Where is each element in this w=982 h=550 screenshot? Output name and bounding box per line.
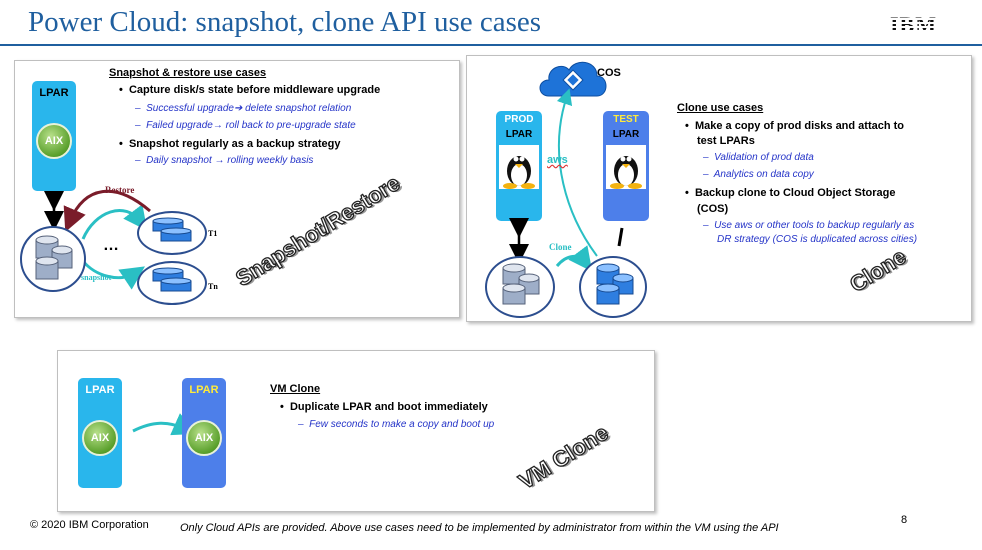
vmclone-panel: LPAR AIX LPAR AIX VM Clone • Duplicate L… — [57, 350, 655, 512]
test-lpar-label: LPAR — [612, 129, 640, 140]
test-lpar-box: TEST LPAR — [603, 111, 649, 221]
page-title: Power Cloud: snapshot, clone API use cas… — [28, 6, 542, 38]
clone-panel: COS PROD LPAR TEST LPAR aws Clone — [466, 55, 972, 322]
tn-label: Tn — [208, 282, 218, 291]
title-divider — [0, 44, 982, 46]
test-label: TEST — [613, 114, 639, 125]
snapshot-sub3: – Daily snapshot → rolling weekly basis — [135, 155, 314, 166]
source-disk-icon — [20, 226, 86, 292]
clone-heading: Clone use cases — [677, 102, 764, 114]
source-lpar-label: LPAR — [85, 384, 115, 396]
cloned-lpar-box: LPAR AIX — [182, 378, 226, 488]
clone-bullet2: • Backup clone to Cloud Object Storage — [685, 187, 896, 199]
snapshot-bullet2: • Snapshot regularly as a backup strateg… — [119, 138, 341, 150]
vmclone-bullet1: • Duplicate LPAR and boot immediately — [280, 401, 488, 413]
linux-tux-icon — [499, 145, 539, 189]
vmclone-watermark: VM Clone — [514, 419, 614, 495]
prod-lpar-box: PROD LPAR — [496, 111, 542, 221]
restore-arrow — [63, 189, 151, 233]
clone-sub3: – Use aws or other tools to backup regul… — [703, 220, 915, 231]
clone-sub1: – Validation of prod data — [703, 152, 814, 163]
clone-bullet1: • Make a copy of prod disks and attach t… — [685, 120, 905, 132]
t1-label: T1 — [208, 229, 218, 238]
page-number: 8 — [901, 514, 908, 526]
vmclone-sub1: – Few seconds to make a copy and boot up — [298, 419, 495, 430]
test-disk-icon — [579, 256, 647, 318]
source-lpar-box: LPAR AIX — [78, 378, 122, 488]
clone-bullet1-cont: test LPARs — [697, 135, 755, 147]
lpar-box: LPAR AIX — [32, 81, 76, 191]
cos-label: COS — [597, 67, 621, 79]
test-disk-link — [617, 227, 624, 247]
snapshot-panel: LPAR AIX … T1 — [14, 60, 460, 318]
aws-label: aws — [547, 154, 568, 166]
cloned-lpar-label: LPAR — [189, 384, 219, 396]
prod-disk-icon — [485, 256, 555, 318]
ellipsis: … — [103, 237, 119, 254]
snapshot-t1-arrow — [81, 204, 148, 240]
tn-disk-icon — [137, 261, 207, 305]
prod-label: PROD — [504, 114, 534, 125]
copyright: © 2020 IBM Corporation — [30, 519, 149, 531]
snapshot-arrows — [44, 189, 151, 290]
vmclone-arrow — [132, 413, 197, 436]
lpar-label: LPAR — [39, 87, 69, 99]
linux-tux-icon — [606, 145, 646, 189]
snapshot-tn-arrow — [81, 260, 145, 290]
clone-sub2: – Analytics on data copy — [703, 169, 814, 180]
snapshot-sub2: – Failed upgrade→ roll back to pre-upgra… — [135, 120, 356, 131]
ibm-logo: IBM — [890, 12, 937, 37]
snapshot-sub1: – Successful upgrade➔ delete snapshot re… — [135, 103, 352, 114]
backup-to-cos-arrow — [556, 88, 598, 257]
snapshot-heading: Snapshot & restore use cases — [109, 67, 267, 79]
footer-note: Only Cloud APIs are provided. Above use … — [180, 522, 779, 534]
clone-arrows — [509, 88, 624, 272]
aix-logo-icon: AIX — [82, 420, 118, 456]
prod-lpar-label: LPAR — [505, 129, 533, 140]
vmclone-heading: VM Clone — [270, 383, 321, 395]
snapshot-label: snapshot — [81, 273, 112, 282]
clone-sub3-cont: DR strategy (COS is duplicated across ci… — [717, 234, 918, 245]
snapshot-bullet1: • Capture disk/s state before middleware… — [119, 84, 381, 96]
clone-bullet2-cont: (COS) — [697, 203, 729, 215]
clone-arrow-label: Clone — [549, 242, 572, 252]
clone-arrow — [555, 245, 593, 272]
aix-logo-icon: AIX — [36, 123, 72, 159]
aix-logo-icon: AIX — [186, 420, 222, 456]
restore-label: Restore — [105, 185, 135, 195]
t1-disk-icon — [137, 211, 207, 255]
cos-cloud-icon — [539, 61, 607, 97]
